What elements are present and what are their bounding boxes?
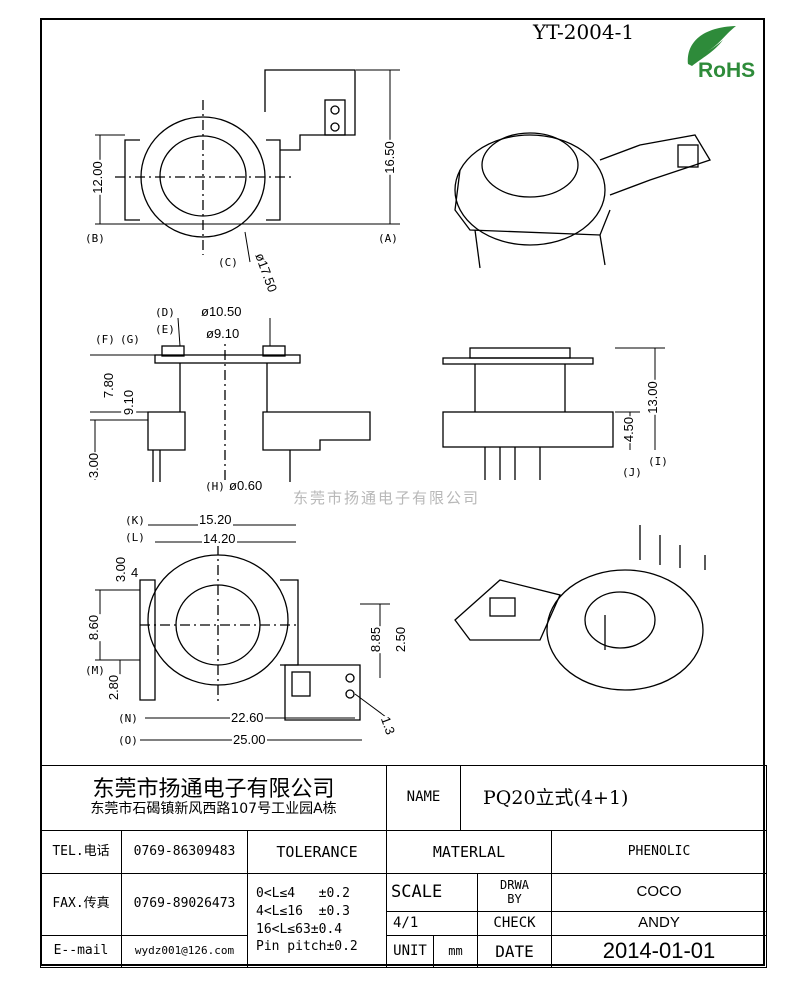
dim-16-50: 16.50 (381, 140, 397, 175)
dim-4-50: 4.50 (621, 415, 637, 444)
ref-c: (C) (218, 256, 238, 269)
date-label: DATE (477, 935, 552, 968)
tolerance-row: 4<L≤16 ±0.3 (256, 903, 350, 919)
pin-number-4: 4 (130, 565, 140, 580)
material-label: MATERLAL (386, 830, 552, 874)
dim-12: 12.00 (89, 160, 105, 195)
watermark: 东莞市扬通电子有限公司 (293, 489, 481, 507)
dim-3-00: 3.00 (86, 451, 102, 480)
dim-25-00: 25.00 (232, 732, 267, 747)
isometric-view-top (454, 132, 711, 269)
bottom-view (95, 524, 391, 741)
fax-label: FAX.传真 (40, 873, 122, 936)
scale-label: SCALE (386, 873, 478, 912)
ref-b: (B) (85, 232, 105, 245)
check-label: CHECK (477, 911, 552, 936)
email-value: wydz001@126.com (121, 935, 248, 968)
tolerance-row: 16<L≤63±0.4 (256, 921, 343, 937)
tolerance-row: Pin pitch±0.2 (256, 939, 358, 955)
front-view (442, 347, 665, 480)
dim-pin: ø0.60 (228, 478, 264, 493)
dim-3-00-bottom: 3.00 (113, 555, 129, 584)
name-value: PQ20立式(4+1) (460, 765, 767, 831)
company-name: 东莞市扬通电子有限公司 (92, 777, 335, 803)
ref-f: (F) (95, 333, 115, 346)
rohs-logo: RoHS (687, 26, 755, 80)
unit-label: UNIT (386, 935, 434, 968)
ref-n: (N) (118, 712, 138, 725)
dim-2-80: 2.80 (106, 673, 122, 702)
ref-e: (E) (155, 323, 175, 336)
name-label: NAME (386, 765, 461, 831)
tolerance-row: 0<L≤4 ±0.2 (256, 886, 350, 902)
ref-j: (J) (622, 466, 642, 479)
ref-a: (A) (378, 232, 398, 245)
dim-7-80: 7.80 (101, 371, 117, 400)
ref-g: (G) (120, 333, 140, 346)
side-view (90, 317, 371, 482)
ref-d: (D) (155, 306, 175, 319)
dim-2-50: 2.50 (393, 625, 409, 654)
dim-13-00: 13.00 (644, 380, 660, 415)
company-address: 东莞市石碣镇新风西路107号工业园A栋 (90, 801, 337, 818)
top-view (95, 69, 400, 263)
dim-22-60: 22.60 (230, 710, 265, 725)
tolerance-values: 0<L≤4 ±0.2 4<L≤16 ±0.3 16<L≤63±0.4 Pin p… (247, 873, 387, 968)
date-value: 2014-01-01 (551, 935, 767, 968)
dim-9-10: 9.10 (121, 388, 137, 417)
dim-8-85: 8.85 (368, 625, 384, 654)
dim-15-20: 15.20 (198, 512, 233, 527)
tolerance-label: TOLERANCE (247, 830, 387, 874)
svg-text:RoHS: RoHS (698, 59, 755, 80)
fax-value: 0769-89026473 (121, 873, 248, 936)
drawn-by-value: COCO (551, 873, 767, 912)
company-cell: 东莞市扬通电子有限公司 东莞市石碣镇新风西路107号工业园A栋 (40, 765, 387, 831)
ref-l: (L) (125, 531, 145, 544)
unit-value: mm (433, 935, 478, 968)
email-label: E--mail (40, 935, 122, 968)
dim-8-60: 8.60 (86, 613, 102, 642)
ref-h: (H) (205, 480, 225, 493)
sheet-border (40, 18, 765, 966)
ref-m: (M) (85, 664, 105, 677)
material-value: PHENOLIC (551, 830, 767, 874)
document-number: YT-2004-1 (533, 20, 635, 44)
tel-value: 0769-86309483 (121, 830, 248, 874)
dim-14-20: 14.20 (202, 531, 237, 546)
drawn-by-label: DRWA BY (477, 873, 552, 912)
ref-k: (K) (125, 514, 145, 527)
dim-d: ø10.50 (200, 304, 243, 319)
scale-value: 4/1 (386, 911, 478, 936)
dim-e: ø9.10 (205, 326, 241, 341)
check-value: ANDY (551, 911, 767, 936)
ref-o: (O) (118, 734, 138, 747)
isometric-view-bottom (454, 525, 706, 691)
ref-i: (I) (648, 455, 668, 468)
tel-label: TEL.电话 (40, 830, 122, 874)
